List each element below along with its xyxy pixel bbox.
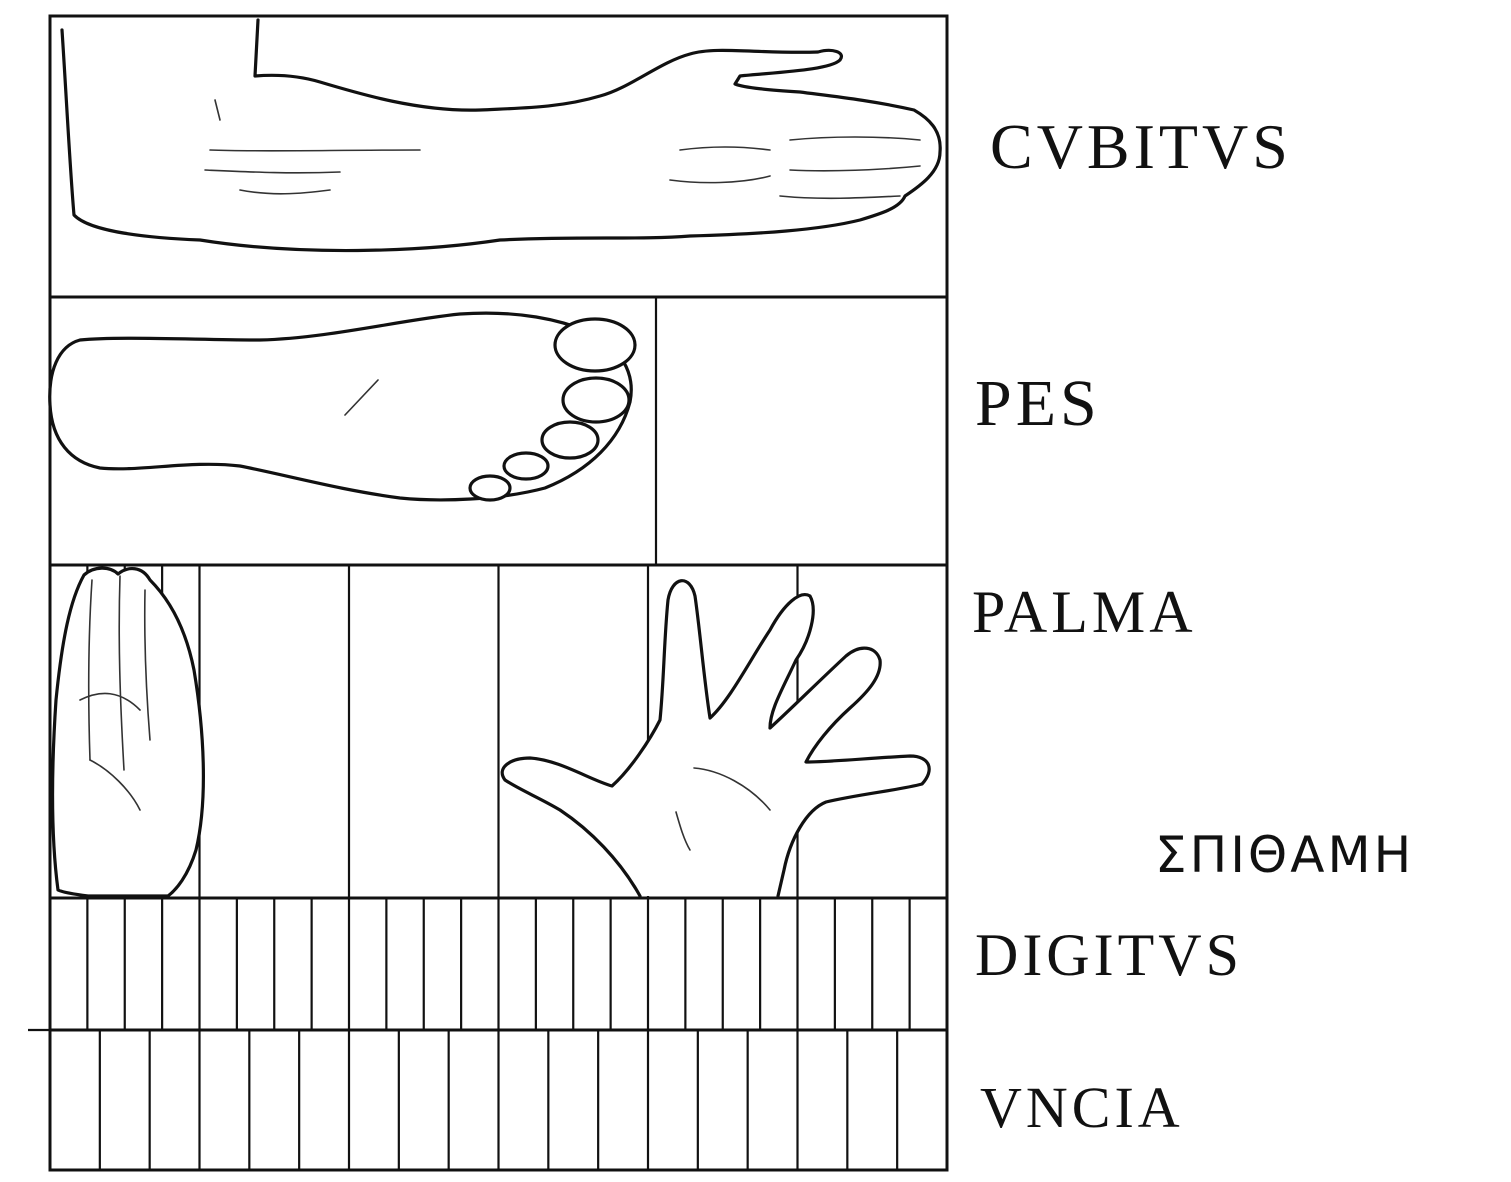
foot-toe bbox=[470, 476, 510, 500]
label-digitus: DIGITVS bbox=[975, 922, 1243, 988]
label-uncia: VNCIA bbox=[980, 1075, 1184, 1140]
foot-icon bbox=[50, 313, 635, 500]
pes-band bbox=[50, 297, 947, 565]
foot-toe bbox=[504, 453, 548, 479]
foot-toe bbox=[542, 422, 598, 458]
spread-hand-icon bbox=[502, 581, 929, 896]
label-cubitus: CVBITVS bbox=[990, 111, 1292, 182]
cubitus-band bbox=[50, 16, 947, 297]
foot-toe bbox=[563, 378, 629, 422]
label-pes: PES bbox=[975, 367, 1101, 440]
digitus-band bbox=[50, 898, 947, 1030]
uncia-band bbox=[50, 1030, 947, 1170]
closed-palm-icon bbox=[53, 568, 204, 896]
label-palma: PALMA bbox=[972, 579, 1197, 645]
foot-toe bbox=[555, 319, 635, 371]
label-spithame: ΣΠΙΘΑΜΗ bbox=[1155, 826, 1414, 884]
digitus-divisions bbox=[87, 898, 909, 1030]
uncia-divisions bbox=[100, 1030, 897, 1170]
palma-band bbox=[50, 565, 947, 898]
forearm-icon bbox=[62, 20, 940, 251]
